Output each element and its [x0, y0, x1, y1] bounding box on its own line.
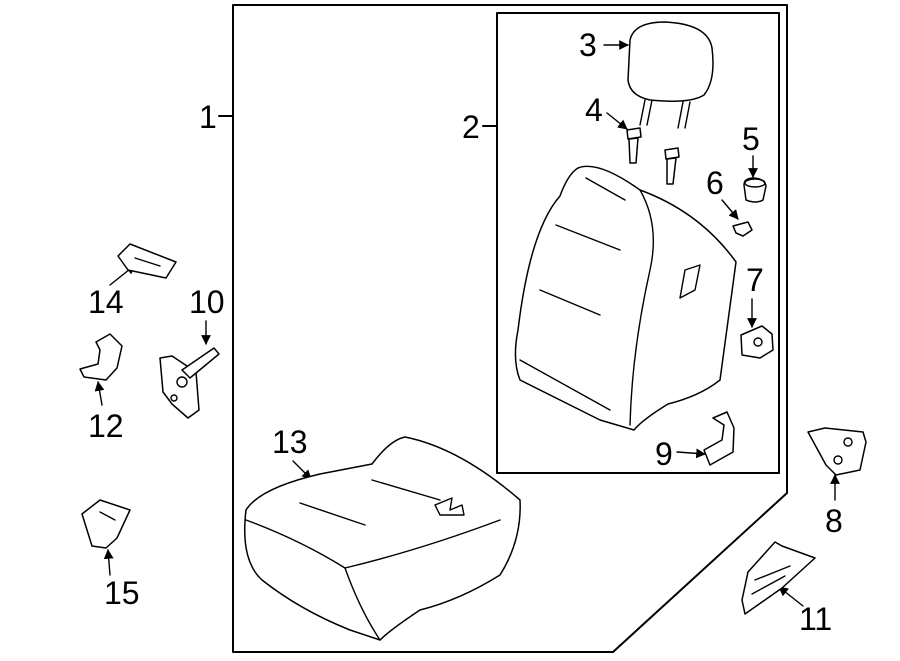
headrest-guide-icon — [626, 127, 680, 185]
callout-7: 7 — [746, 262, 764, 298]
arrow-12 — [94, 381, 105, 406]
arrow-6 — [721, 199, 739, 220]
clip-icon — [732, 221, 753, 237]
arrow-15 — [103, 549, 114, 576]
trim-cover-icon — [81, 499, 131, 549]
callout-1: 1 — [199, 99, 217, 135]
back-assembly-frame — [496, 12, 780, 474]
hinge-icon — [807, 427, 867, 476]
callout-15: 15 — [104, 575, 140, 611]
callout-4: 4 — [585, 92, 603, 128]
callout-2: 2 — [462, 109, 480, 145]
bracket-icon — [79, 333, 123, 381]
arrow-11 — [778, 586, 804, 607]
cap-icon — [743, 177, 767, 203]
callout-10: 10 — [189, 284, 225, 320]
callout-9: 9 — [655, 436, 673, 472]
callout-13: 13 — [272, 424, 308, 460]
callout-5: 5 — [742, 121, 760, 157]
track-adjuster-icon — [741, 541, 816, 615]
seat-back-icon — [514, 165, 737, 431]
callout-3: 3 — [579, 27, 597, 63]
seat-cushion-icon — [243, 436, 521, 641]
arrow-13 — [292, 460, 312, 480]
callout-12: 12 — [88, 408, 124, 444]
headrest-icon — [627, 21, 714, 129]
bracket-icon — [703, 411, 735, 466]
callout-11: 11 — [799, 601, 832, 637]
callout-6: 6 — [706, 165, 724, 201]
callout-8: 8 — [825, 503, 843, 539]
latch-icon — [159, 347, 220, 419]
assembly-frame — [232, 4, 788, 653]
arrow-4 — [606, 112, 628, 130]
cover-icon — [117, 243, 177, 279]
arrow-9 — [676, 448, 706, 459]
callout-14: 14 — [88, 284, 124, 320]
recliner-handle-icon — [740, 325, 774, 359]
